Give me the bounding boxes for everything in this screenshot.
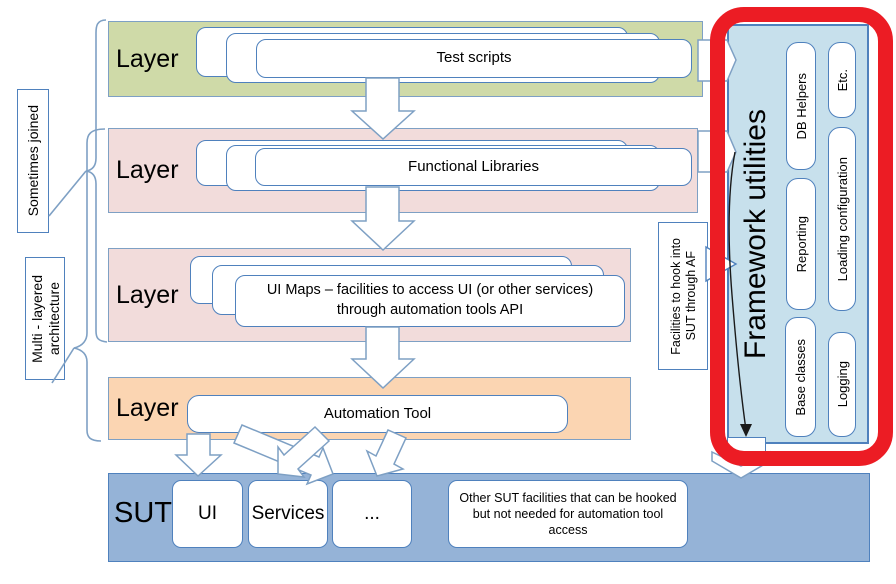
pill-reporting: Reporting — [786, 178, 816, 310]
brace-multi-layered-leader — [51, 347, 75, 384]
ui-maps-line2: through automation tools API — [336, 302, 524, 318]
layer-3-label: Layer — [116, 281, 179, 309]
sut-ui-box: UI — [172, 480, 243, 548]
ui-maps-box: UI Maps – facilities to access UI (or ot… — [235, 275, 625, 327]
ui-maps-line1: UI Maps – facilities to access UI (or ot… — [266, 282, 594, 299]
automation-tool-box: Automation Tool — [187, 395, 568, 433]
brace-sometimes-joined — [85, 19, 108, 343]
framework-highlight-border — [710, 7, 893, 466]
arrow-automation-to-ui — [174, 433, 223, 478]
layer-1-label: Layer — [116, 45, 179, 73]
arrow-functional-to-ui-maps — [350, 186, 416, 252]
sut-services-box: Services — [248, 480, 328, 548]
pill-base-classes: Base classes — [785, 317, 816, 437]
sut-other-facilities-box: Other SUT facilities that can be hooked … — [448, 480, 688, 548]
arrow-automation-to-services-cross — [277, 425, 331, 478]
arrow-automation-to-dots — [365, 429, 407, 477]
brace-sometimes-joined-leader — [48, 170, 87, 217]
layer-2-label: Layer — [116, 156, 179, 184]
sut-dots-box: ... — [332, 480, 412, 548]
framework-hook-curve-arrow — [728, 151, 747, 431]
pill-logging: Logging — [828, 332, 856, 437]
arrow-ui-maps-to-automation-tool — [350, 326, 416, 390]
sometimes-joined-note: Sometimes joined — [17, 89, 49, 233]
layer-4-label: Layer — [116, 394, 179, 422]
pill-etc: Etc. — [828, 42, 856, 118]
framework-hook-curve-arrowhead — [740, 424, 752, 437]
hook-into-sut-callout: Facilities to hook into SUT through AF — [658, 222, 708, 370]
pill-db-helpers: DB Helpers — [786, 42, 816, 170]
functional-libraries-box: Functional Libraries — [255, 148, 692, 186]
test-scripts-box: Test scripts — [256, 39, 692, 78]
sut-label: SUT — [114, 497, 172, 529]
arrow-test-scripts-to-functional — [350, 77, 416, 141]
brace-multi-layered — [73, 128, 106, 442]
pill-loading-configuration: Loading configuration — [828, 127, 856, 311]
multi-layered-note: Multi - layered architecture — [25, 257, 65, 380]
